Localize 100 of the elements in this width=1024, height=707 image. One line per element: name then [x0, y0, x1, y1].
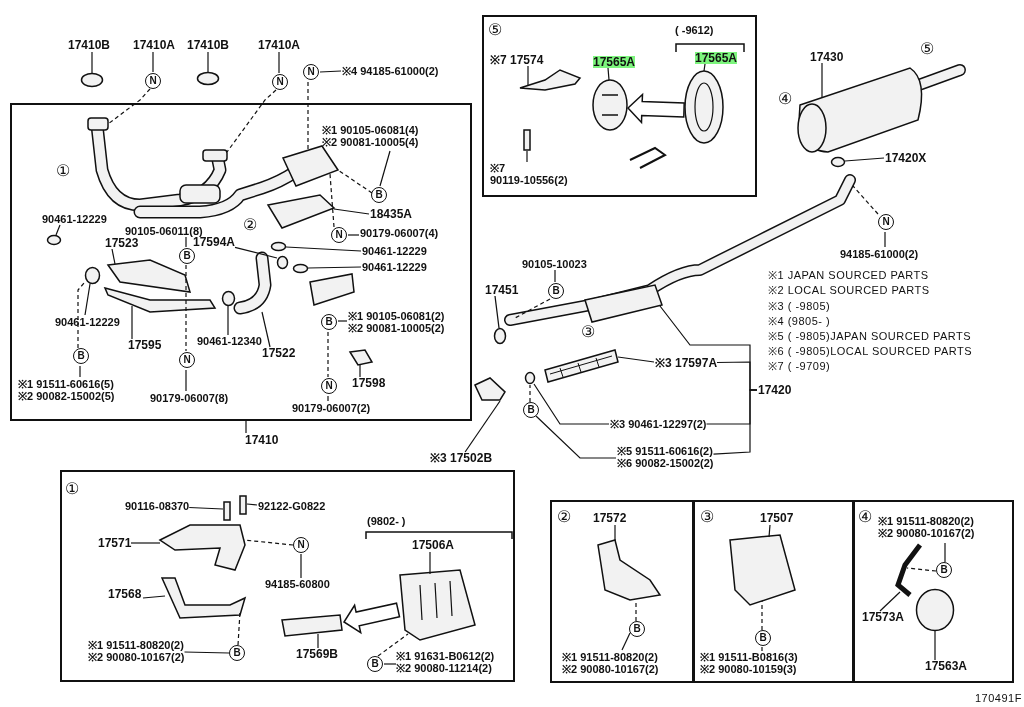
part-number: ※2 90080-10167(2): [878, 527, 975, 539]
part-number: ※1 90105-06081(4): [322, 124, 419, 136]
inset-frame: [60, 470, 515, 682]
part-number: ※2 90080-10167(2): [562, 663, 659, 675]
leader-line: [234, 246, 278, 259]
circled-letter: B: [179, 248, 195, 264]
part-number: ※1 91511-60616(5): [18, 378, 115, 390]
leader-line: [317, 633, 319, 649]
note-text: 170491F: [975, 692, 1022, 704]
part-number: 18435A: [370, 208, 413, 220]
circled-letter: B: [936, 562, 952, 578]
leader-line: [185, 236, 187, 248]
part-number: ※1 91631-B0612(2): [396, 650, 495, 662]
part-number: ※1 90105-06081(2): [348, 310, 445, 322]
leader-line: [383, 663, 397, 665]
leader-line: [464, 400, 501, 453]
leader-line: [761, 600, 763, 631]
circled-letter: B: [371, 187, 387, 203]
leader-line: [533, 383, 610, 425]
stud-icon: [239, 495, 247, 515]
leader-line: [617, 356, 655, 363]
circled-letter: N: [293, 537, 309, 553]
leader-line: [111, 248, 116, 265]
stud-icon: [223, 501, 231, 521]
callout-number: ①: [56, 162, 70, 179]
gasket-icon: [84, 266, 101, 285]
leader-line: [237, 611, 241, 646]
leader-line: [494, 295, 500, 329]
block-arrow: [342, 602, 401, 635]
part-number: 17451: [485, 284, 519, 296]
leader-line: [337, 320, 348, 322]
inset-frame: [853, 500, 1014, 683]
part-number: 90105-06011(8): [125, 225, 203, 237]
part-number: ※2 90081-10005(2): [348, 322, 445, 334]
part-number: 90461-12340: [197, 335, 262, 347]
part-number: 17598: [352, 377, 386, 389]
part-number: 17420: [758, 384, 792, 396]
part-number: 17506A: [412, 539, 455, 551]
leader-line: [130, 542, 161, 544]
part-number: 90119-10556(2): [490, 174, 568, 186]
part-number: 17571: [98, 537, 132, 549]
circled-letter: N: [145, 73, 161, 89]
bracket-icon: [348, 349, 374, 366]
leader-line: [527, 65, 529, 87]
leader-line: [107, 88, 151, 125]
clamp-icon: [46, 234, 62, 246]
part-number: 90461-12229: [42, 213, 107, 225]
bolt-icon: [523, 129, 531, 151]
callout-number: ①: [65, 480, 79, 497]
leader-line: [226, 89, 277, 153]
part-number: 92122-G0822: [258, 500, 326, 512]
leader-line: [347, 234, 360, 236]
gasket-icon: [493, 327, 507, 345]
part-number: 90461-12229: [362, 245, 427, 257]
part-number: (9802- ): [367, 515, 406, 527]
rubber-hanger-drawing: [915, 588, 955, 632]
leader-line: [246, 503, 258, 506]
clamp-icon: [270, 241, 287, 252]
leader-line: [307, 266, 362, 269]
part-number: 94185-61000(2): [840, 248, 919, 260]
part-number: 90179-06007(2): [292, 402, 371, 414]
leader-line: [319, 70, 342, 73]
leader-line: [327, 331, 329, 378]
leader-line: [768, 524, 771, 538]
circled-letter: N: [331, 227, 347, 243]
part-number: 17568: [108, 588, 142, 600]
inset-frame: [550, 500, 694, 683]
note-text: ※3 ( -9805): [768, 300, 831, 312]
part-number: ※2 90081-10005(4): [322, 136, 419, 148]
heat-shield-drawing: [399, 569, 476, 641]
part-number: 90179-06007(8): [150, 392, 229, 404]
leader-line: [329, 173, 335, 228]
leader-line: [884, 231, 886, 248]
inset-frame: [10, 103, 472, 421]
bracket-drawing: [158, 524, 246, 571]
leader-line: [429, 551, 431, 575]
part-number: 17420X: [885, 152, 927, 164]
part-number: 90179-06007(4): [360, 227, 439, 239]
circled-letter: B: [755, 630, 771, 646]
note-text: ※7 ( -9709): [768, 360, 831, 372]
part-number: ※1 91511-80820(2): [878, 515, 975, 527]
leader-line: [152, 51, 154, 73]
circled-letter: B: [629, 621, 645, 637]
part-number: ※5 91511-60616(2): [617, 445, 714, 457]
part-number: ※2 90080-10167(2): [88, 651, 185, 663]
leader-line: [359, 363, 361, 378]
gasket-icon: [276, 255, 289, 270]
part-number: ※1 91511-B0816(3): [700, 651, 798, 663]
leader-line: [821, 62, 823, 98]
part-number: ※4 94185-61000(2): [342, 65, 439, 77]
part-number: ※3 90461-12297(2): [610, 418, 707, 430]
heat-shield-drawing: [106, 259, 192, 293]
circled-letter: B: [321, 314, 337, 330]
bracket-drawing: [160, 577, 247, 619]
leader-line: [337, 169, 373, 194]
part-number: 17522: [262, 347, 296, 359]
part-number: 17565A: [593, 56, 636, 68]
gasket-icon: [196, 71, 220, 86]
part-number: ※7 17574: [490, 54, 544, 66]
leader-line: [261, 311, 271, 348]
